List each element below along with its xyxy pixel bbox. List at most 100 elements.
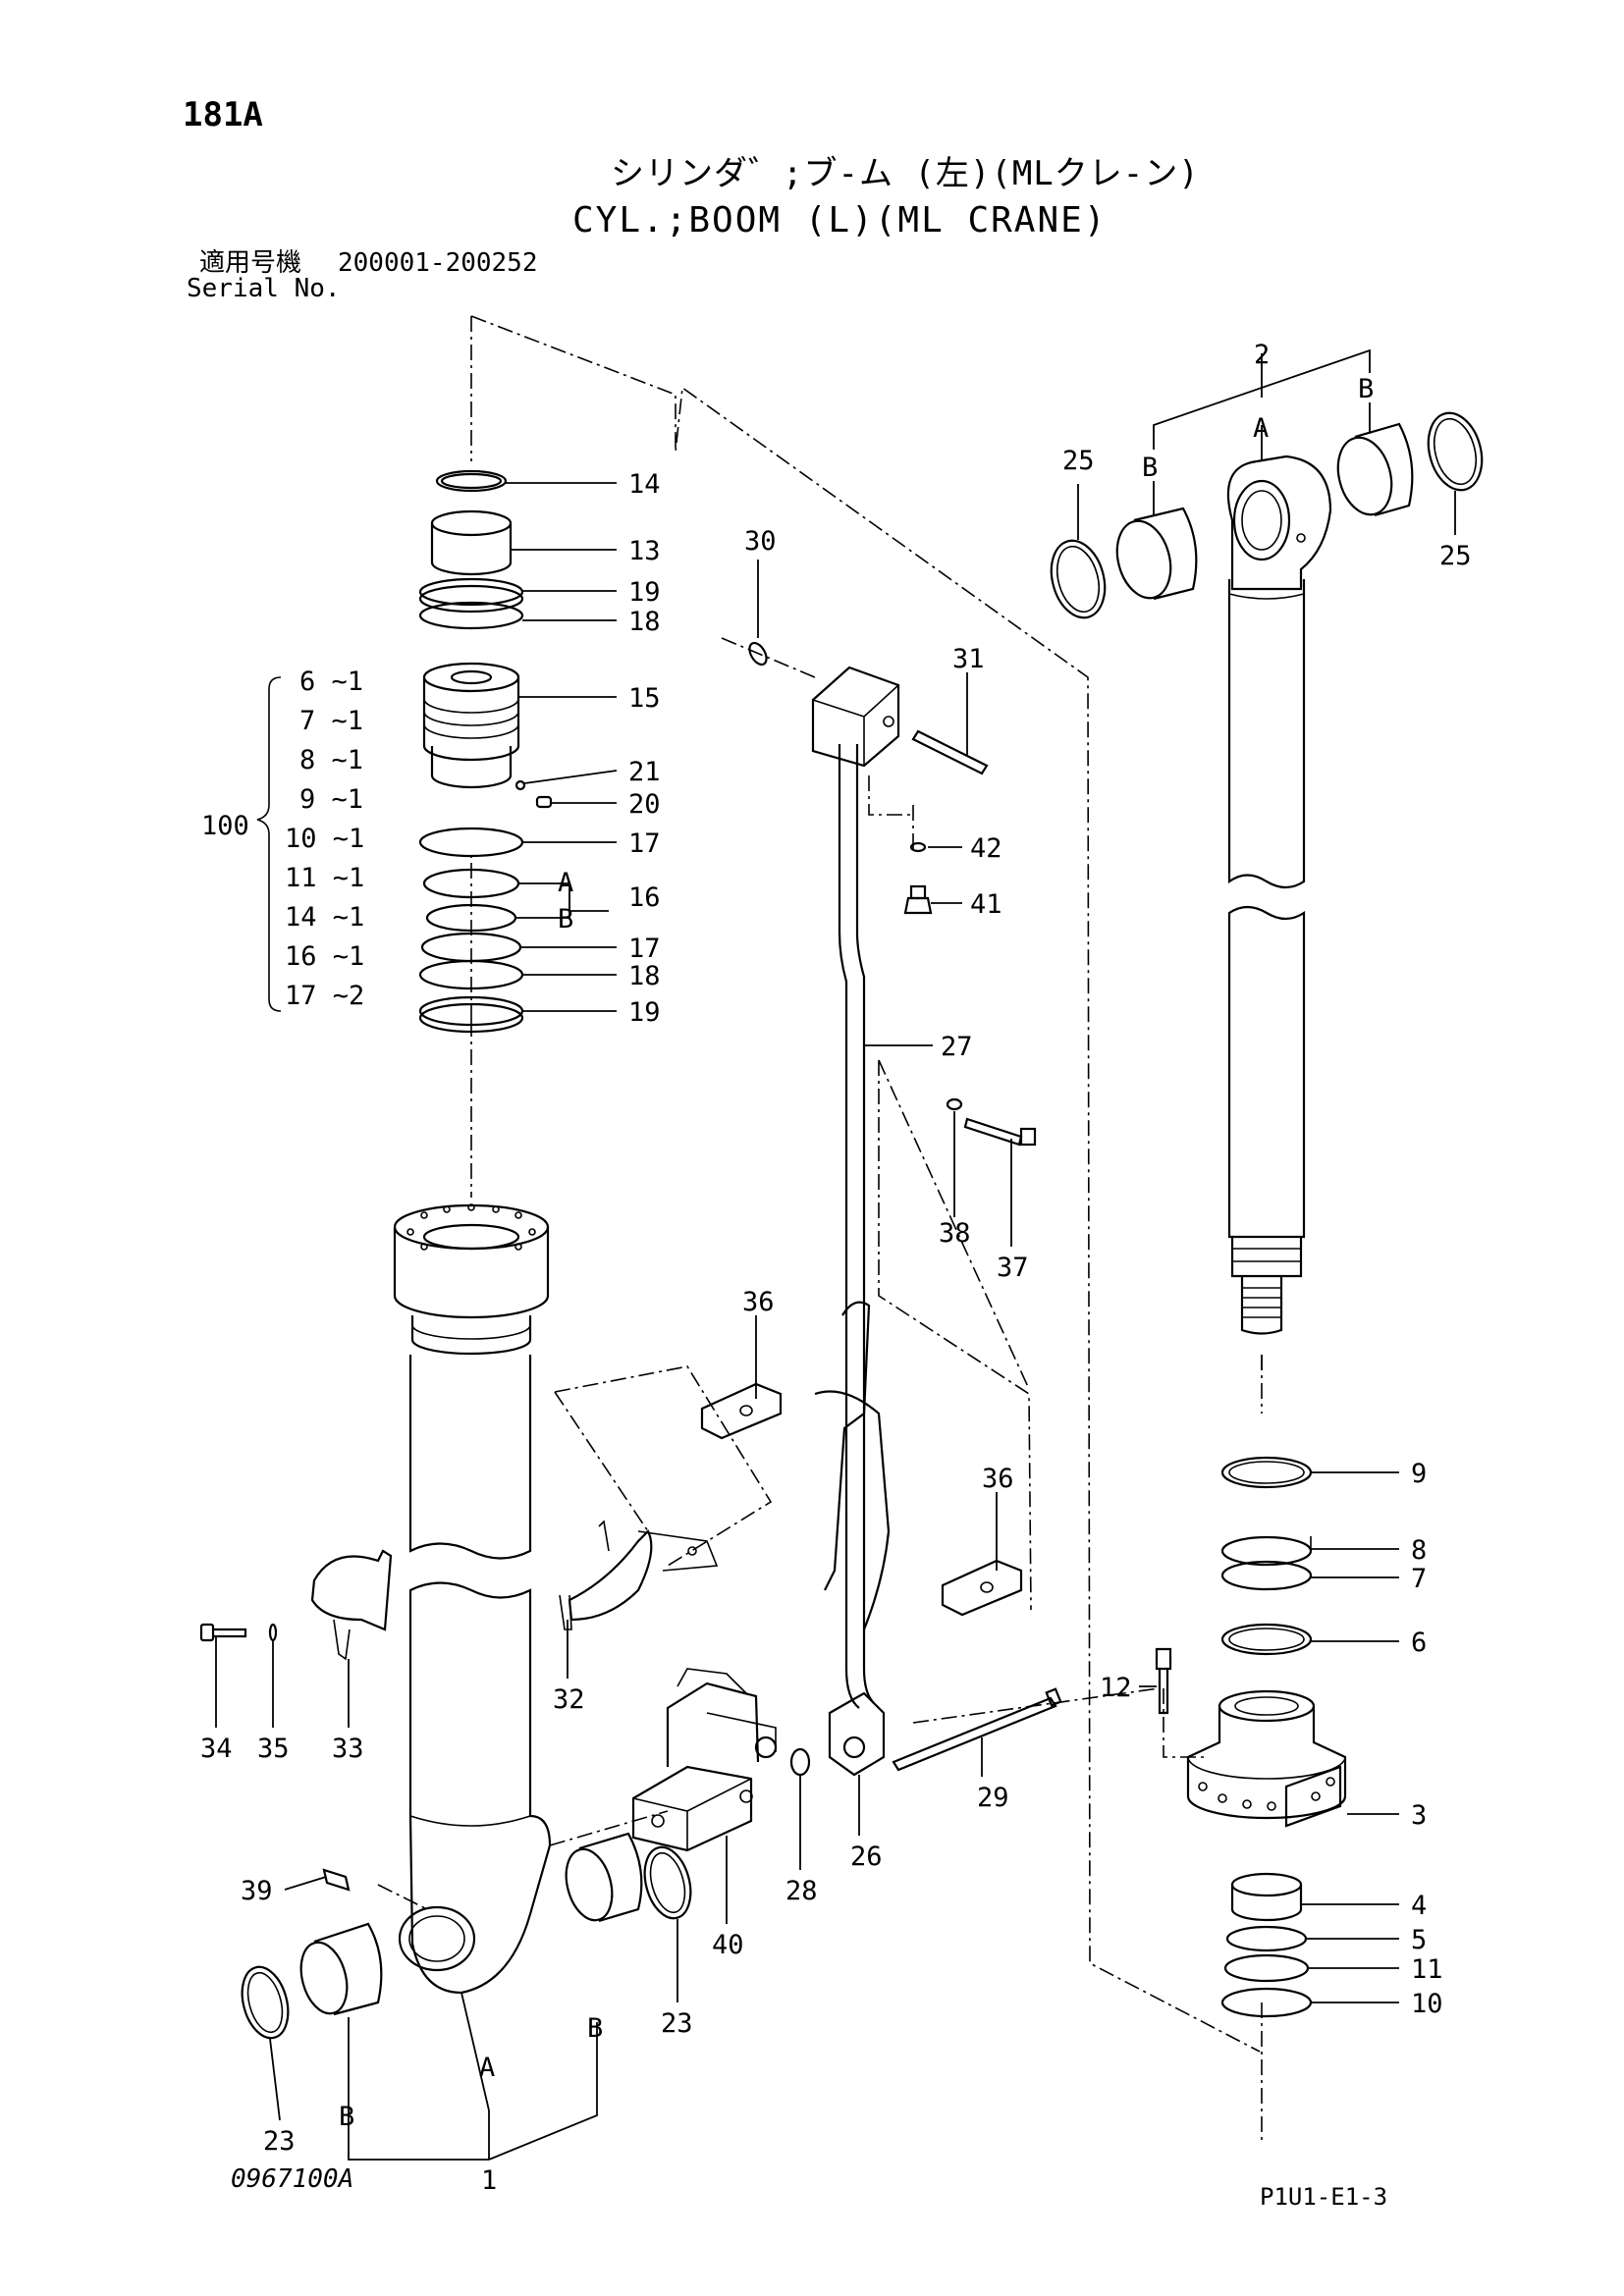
callout-33: 33 bbox=[332, 1734, 364, 1764]
callout-40: 40 bbox=[712, 1930, 744, 1960]
page-number: 181A bbox=[183, 95, 263, 134]
callout-42: 42 bbox=[970, 833, 1002, 864]
part-36-clamp-upper bbox=[700, 1382, 783, 1440]
part-1-cylinder-tube bbox=[393, 1203, 552, 1995]
callout-29: 29 bbox=[977, 1783, 1009, 1813]
callout-27: 27 bbox=[941, 1032, 973, 1062]
callout-12: 12 bbox=[1100, 1673, 1132, 1703]
part-26-flange bbox=[828, 1691, 886, 1777]
part-27-pipe bbox=[814, 744, 891, 1709]
serial-range: 200001-200252 bbox=[338, 248, 538, 278]
bushing-b-right bbox=[565, 1832, 643, 1923]
part-42-oring bbox=[909, 841, 927, 853]
mating-letters: A B B A B B bbox=[339, 374, 1374, 2132]
callout-37: 37 bbox=[997, 1253, 1029, 1283]
kit-item: 17 ~2 bbox=[285, 981, 364, 1011]
callout-18: 18 bbox=[628, 607, 661, 637]
part-9-ring bbox=[1220, 1456, 1313, 1489]
callout-4: 4 bbox=[1411, 1891, 1427, 1921]
callout-10: 10 bbox=[1411, 1989, 1443, 2019]
callout-23-right: 23 bbox=[661, 2008, 693, 2039]
part-11-ring bbox=[1223, 1953, 1310, 1983]
callout-18b: 18 bbox=[628, 961, 661, 991]
part-5-ring bbox=[1225, 1925, 1308, 1952]
part-21-ball bbox=[514, 779, 526, 791]
callout-34: 34 bbox=[200, 1734, 233, 1764]
callout-2: 2 bbox=[1254, 340, 1270, 370]
kit-item: 8 ~1 bbox=[299, 745, 363, 775]
part-41-plug bbox=[903, 884, 933, 915]
bushing-b-upper-right bbox=[1336, 422, 1414, 517]
callout-30: 30 bbox=[744, 526, 777, 557]
part-15-piston bbox=[422, 662, 520, 789]
sub-letter-b: B bbox=[558, 904, 573, 934]
callout-26: 26 bbox=[850, 1842, 883, 1872]
part-35-washer bbox=[268, 1623, 278, 1642]
kit-item: 6 ~1 bbox=[299, 667, 363, 697]
part-28-oring bbox=[789, 1747, 811, 1777]
kit-item: 10 ~1 bbox=[285, 824, 364, 854]
callout-36-upper: 36 bbox=[742, 1287, 775, 1317]
kit-100-list: 100 6 ~1 7 ~1 8 ~1 9 ~1 10 ~1 11 ~1 14 ~… bbox=[201, 667, 364, 1011]
callout-25-left: 25 bbox=[1062, 446, 1095, 476]
callout-19: 19 bbox=[628, 577, 661, 608]
letter-a-tube: A bbox=[479, 2053, 495, 2083]
leader-lines bbox=[215, 348, 1456, 2161]
letter-b-tube-right: B bbox=[587, 2013, 603, 2044]
part-13-bushing bbox=[430, 509, 513, 576]
letter-a-rod: A bbox=[1253, 413, 1269, 444]
part-38-washer bbox=[946, 1097, 963, 1111]
callout-numbers: 14 13 19 18 15 21 20 17 16 17 18 19 A B … bbox=[200, 340, 1472, 2196]
callout-20: 20 bbox=[628, 789, 661, 820]
part-23-ring-left bbox=[241, 1965, 290, 2040]
callout-23-left: 23 bbox=[263, 2126, 296, 2157]
callout-35: 35 bbox=[257, 1734, 290, 1764]
part-23-ring-right bbox=[643, 1845, 692, 1920]
part-19-18-rings-upper bbox=[418, 577, 524, 630]
title-japanese: シリンダ゛;ブ-ム (左)(MLクレ-ン) bbox=[611, 154, 1200, 193]
callout-17: 17 bbox=[628, 828, 661, 859]
bushing-b-left bbox=[299, 1922, 383, 2016]
kit-100-bracket bbox=[256, 676, 282, 1012]
serial-label-english: Serial No. bbox=[187, 274, 341, 303]
callout-32: 32 bbox=[553, 1684, 585, 1715]
part-3-gland bbox=[1186, 1689, 1347, 1828]
callout-9: 9 bbox=[1411, 1459, 1427, 1489]
part-32-band bbox=[559, 1520, 719, 1630]
callout-21: 21 bbox=[628, 757, 661, 787]
callout-38: 38 bbox=[939, 1218, 971, 1249]
part-6-ring bbox=[1220, 1623, 1313, 1656]
part-25-ring-left bbox=[1050, 539, 1107, 619]
part-31-block bbox=[811, 666, 900, 768]
part-29-bolt bbox=[892, 1687, 1062, 1772]
part-12-bolt bbox=[1155, 1647, 1172, 1715]
part-31-bolt bbox=[911, 729, 989, 775]
part-37-bolt bbox=[963, 1117, 1037, 1147]
part-2-rod bbox=[1226, 454, 1332, 1335]
callout-14: 14 bbox=[628, 469, 661, 500]
kit-item: 14 ~1 bbox=[285, 902, 364, 933]
page-code: P1U1-E1-3 bbox=[1260, 2183, 1388, 2211]
callout-13: 13 bbox=[628, 536, 661, 566]
kit-item: 7 ~1 bbox=[299, 706, 363, 736]
callout-15: 15 bbox=[628, 683, 661, 714]
callout-31: 31 bbox=[952, 644, 985, 674]
callout-3: 3 bbox=[1411, 1800, 1427, 1831]
part-33-band bbox=[310, 1549, 393, 1661]
callout-17b: 17 bbox=[628, 934, 661, 964]
seal-stack-lower bbox=[418, 827, 524, 1034]
part-34-bolt bbox=[199, 1623, 247, 1642]
sub-letter-a: A bbox=[558, 868, 573, 898]
callout-41: 41 bbox=[970, 889, 1002, 920]
kit-item: 9 ~1 bbox=[299, 784, 363, 815]
part-4-bushing bbox=[1230, 1872, 1303, 1922]
callout-19b: 19 bbox=[628, 997, 661, 1028]
part-25-ring-right bbox=[1427, 411, 1484, 492]
callout-5: 5 bbox=[1411, 1925, 1427, 1955]
kit-item: 16 ~1 bbox=[285, 941, 364, 972]
letter-b-tube-left: B bbox=[339, 2102, 354, 2132]
callout-8: 8 bbox=[1411, 1535, 1427, 1566]
letter-b-rod-right: B bbox=[1358, 374, 1374, 404]
part-20-screw bbox=[535, 795, 553, 809]
